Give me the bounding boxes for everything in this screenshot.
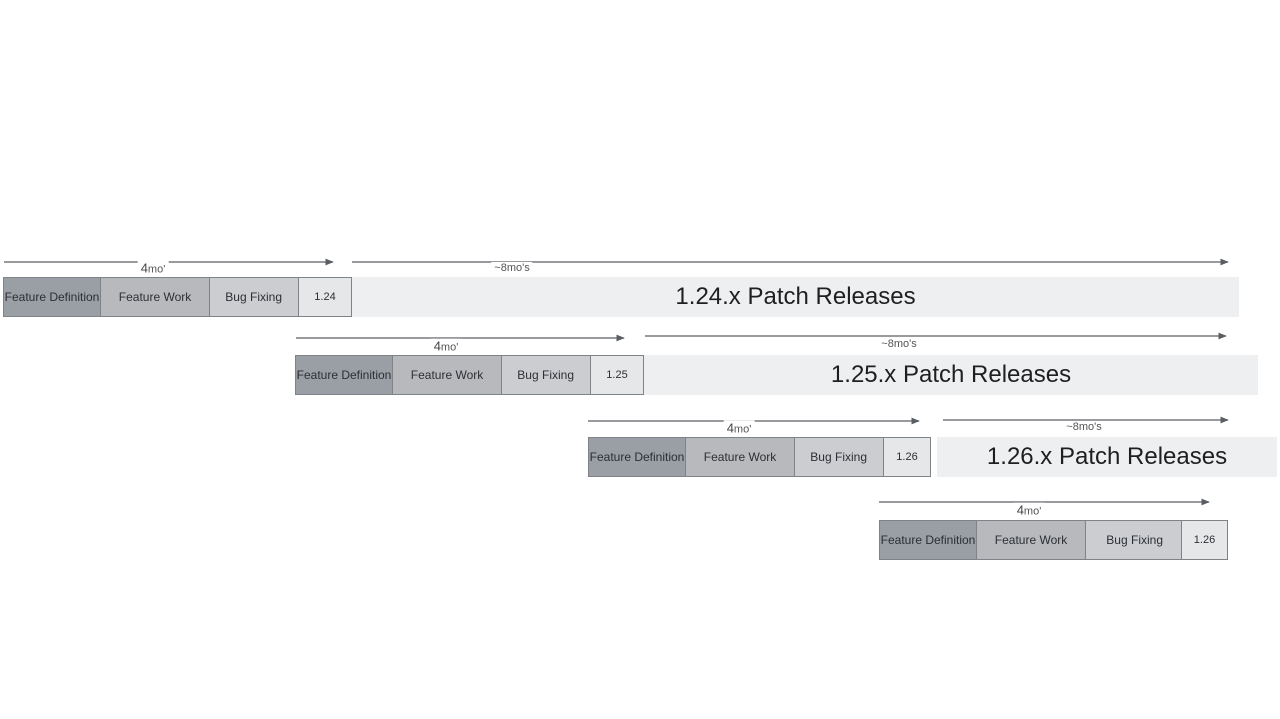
release-row-1-26-next: Feature Definition Feature Work Bug Fixi… xyxy=(879,520,1228,560)
patch-span-label-row-2: ~8mo's xyxy=(878,338,920,350)
feature-definition-phase: Feature Definition xyxy=(588,437,686,477)
release-version: 1.24 xyxy=(298,277,352,317)
patch-releases-band-row-2: 1.25.x Patch Releases xyxy=(644,355,1258,395)
feature-work-phase: Feature Work xyxy=(100,277,210,317)
release-version: 1.26 xyxy=(1181,520,1228,560)
release-row-1-24: Feature Definition Feature Work Bug Fixi… xyxy=(3,277,352,317)
feature-definition-phase: Feature Definition xyxy=(3,277,101,317)
release-version: 1.26 xyxy=(883,437,931,477)
duration-label-row-3: 4mo' xyxy=(723,420,755,436)
release-row-1-26: Feature Definition Feature Work Bug Fixi… xyxy=(588,437,931,477)
patch-span-label-row-1: ~8mo's xyxy=(491,262,533,274)
duration-label-row-2: 4mo' xyxy=(430,338,462,354)
duration-label-row-4: 4mo' xyxy=(1013,502,1045,518)
patch-span-label-row-3: ~8mo's xyxy=(1063,421,1105,433)
feature-definition-phase: Feature Definition xyxy=(295,355,393,395)
patch-releases-band-row-1: 1.24.x Patch Releases xyxy=(352,277,1239,317)
feature-work-phase: Feature Work xyxy=(392,355,502,395)
bug-fixing-phase: Bug Fixing xyxy=(1085,520,1182,560)
bug-fixing-phase: Bug Fixing xyxy=(209,277,299,317)
patch-releases-band-row-3: 1.26.x Patch Releases xyxy=(937,437,1277,477)
feature-definition-phase: Feature Definition xyxy=(879,520,977,560)
bug-fixing-phase: Bug Fixing xyxy=(501,355,591,395)
feature-work-phase: Feature Work xyxy=(685,437,795,477)
release-version: 1.25 xyxy=(590,355,644,395)
duration-label-row-1: 4mo' xyxy=(137,260,169,276)
feature-work-phase: Feature Work xyxy=(976,520,1086,560)
bug-fixing-phase: Bug Fixing xyxy=(794,437,884,477)
release-row-1-25: Feature Definition Feature Work Bug Fixi… xyxy=(295,355,644,395)
